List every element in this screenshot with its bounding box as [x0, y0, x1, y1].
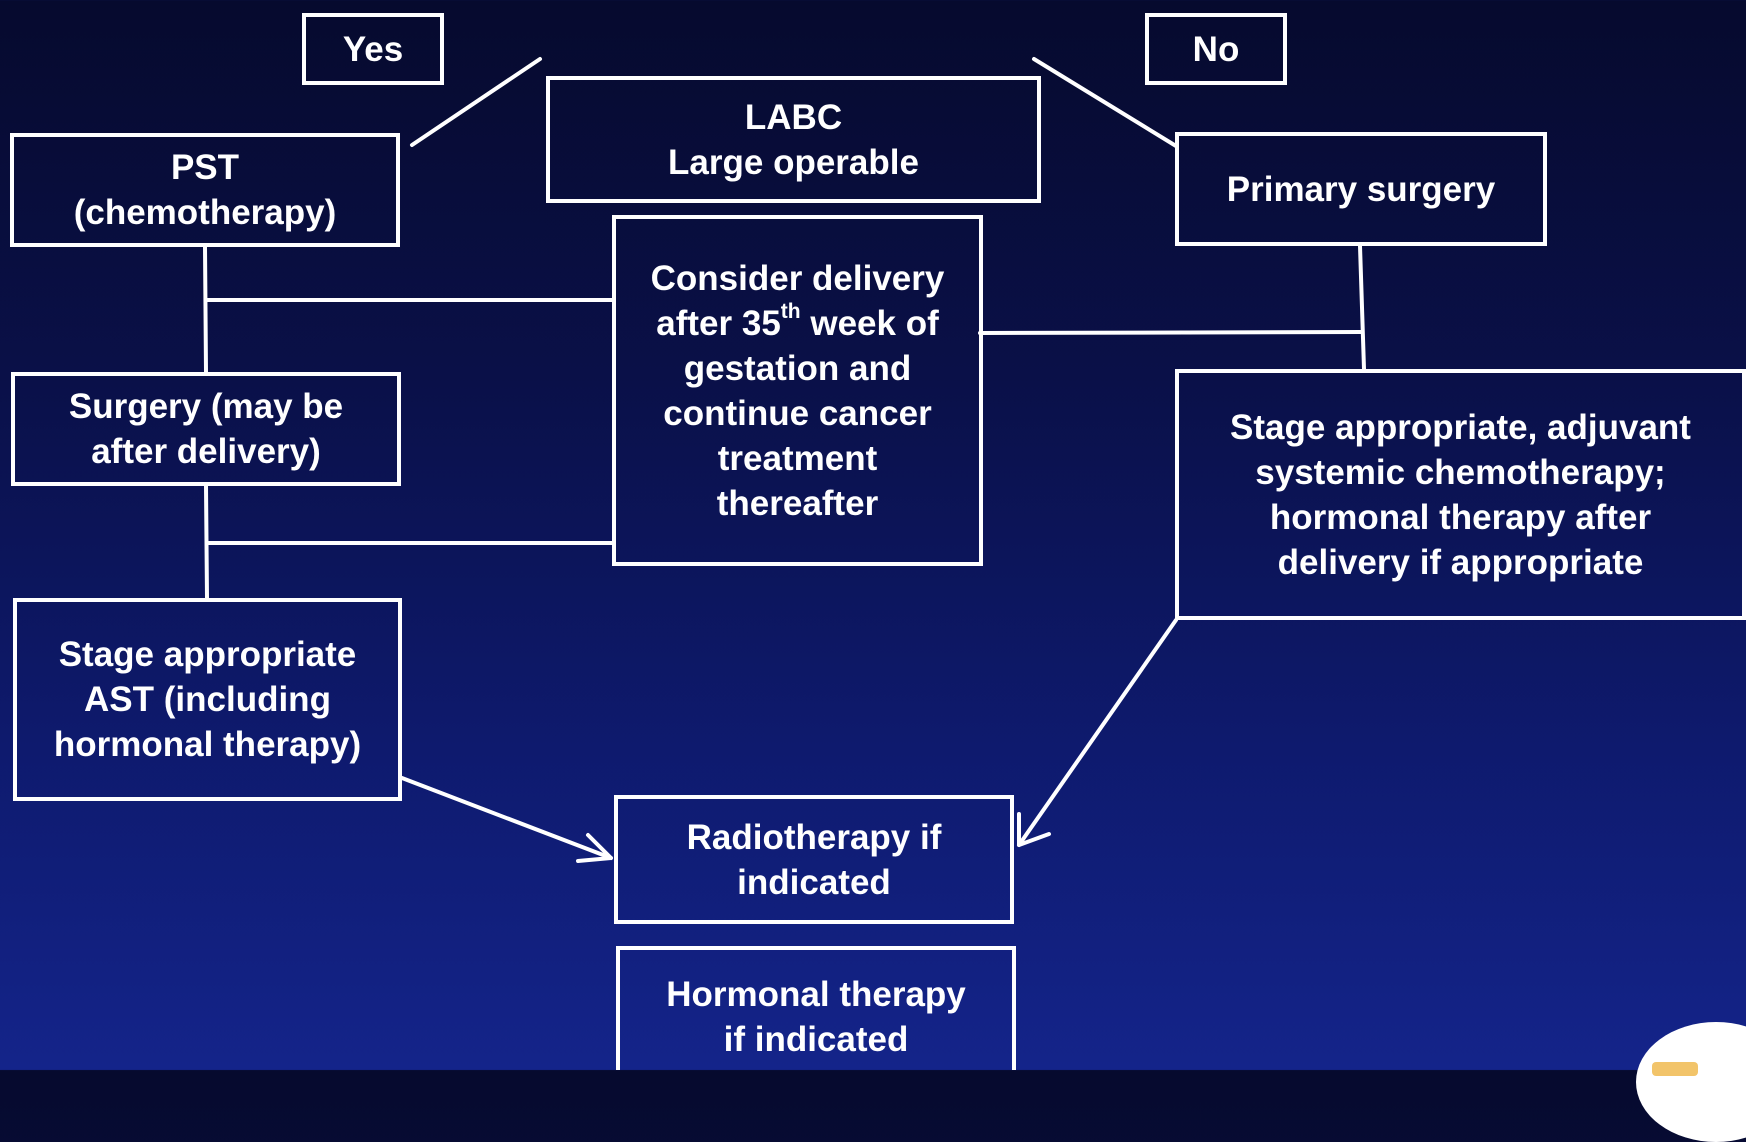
surgery-after-delivery-box: Surgery (may be after delivery): [11, 372, 401, 486]
connector-primary-surgery-to-adjuvant: [1358, 244, 1366, 371]
hormonal-therapy-box: Hormonal therapy if indicated: [616, 946, 1016, 1070]
hormonal-line-1: Hormonal therapy: [666, 975, 966, 1014]
radiotherapy-line-2: indicated: [737, 862, 891, 902]
delivery-line-2-after: week of: [800, 303, 939, 343]
primary-surgery-box: Primary surgery: [1175, 132, 1547, 246]
delivery-line-2-before: after 35: [656, 303, 781, 343]
consider-delivery-box: Consider delivery after 35th week of ges…: [612, 215, 983, 566]
ast-line-2: AST (including: [84, 680, 331, 719]
surgery-line-2: after delivery): [91, 432, 321, 471]
delivery-line-1: Consider delivery: [650, 258, 945, 298]
delivery-line-2: after 35th week of: [656, 301, 938, 346]
radiotherapy-box: Radiotherapy if indicated: [614, 795, 1014, 924]
adjuvant-line-4: delivery if appropriate: [1277, 542, 1644, 582]
delivery-line-6: thereafter: [716, 483, 879, 523]
labc-line-2: Large operable: [668, 142, 919, 182]
adjuvant-line-1: Stage appropriate, adjuvant: [1230, 407, 1691, 447]
hormonal-line-2: if indicated: [723, 1020, 909, 1059]
arrowhead-adjuvant-to-radiotherapy: [1017, 812, 1051, 847]
labc-line-1: LABC: [744, 97, 843, 137]
connector-lines: [0, 0, 1746, 1070]
connector-adjuvant-to-radiotherapy-arrow: [1017, 618, 1178, 847]
connector-labc-to-pst: [410, 57, 542, 147]
delivery-line-3: gestation and: [683, 348, 912, 388]
no-label: No: [1145, 13, 1287, 85]
primary-surgery-text: Primary surgery: [1226, 169, 1496, 209]
radiotherapy-line-1: Radiotherapy if: [686, 817, 942, 857]
adjuvant-chemotherapy-box: Stage appropriate, adjuvant systemic che…: [1175, 369, 1746, 620]
ast-line-3: hormonal therapy): [53, 725, 362, 764]
connector-labc-to-primary-surgery: [1032, 57, 1178, 148]
pst-chemotherapy-box: PST (chemotherapy): [10, 133, 400, 247]
connector-ast-to-radiotherapy-arrow: [400, 776, 613, 860]
pst-line-2: (chemotherapy): [73, 193, 337, 232]
no-label-text: No: [1192, 29, 1240, 69]
adjuvant-line-3: hormonal therapy after: [1269, 497, 1652, 537]
connector-pst-to-surgery: [203, 245, 208, 374]
yes-label-text: Yes: [342, 29, 404, 69]
yes-label: Yes: [302, 13, 444, 85]
ast-line-1: Stage appropriate: [58, 635, 357, 674]
connector-delivery-to-right-branch: [978, 330, 1364, 335]
adjuvant-line-2: systemic chemotherapy;: [1255, 452, 1666, 492]
stage-appropriate-ast-box: Stage appropriate AST (including hormona…: [13, 598, 402, 801]
corner-logo-mark: [1652, 1062, 1698, 1076]
pst-line-1: PST: [170, 148, 240, 187]
delivery-line-2-superscript: th: [780, 299, 801, 323]
delivery-line-5: treatment: [717, 438, 878, 478]
surgery-line-1: Surgery (may be: [68, 387, 344, 426]
arrowhead-ast-to-radiotherapy: [576, 833, 613, 863]
delivery-line-4: continue cancer: [663, 393, 932, 433]
labc-root-box: LABC Large operable: [546, 76, 1041, 203]
